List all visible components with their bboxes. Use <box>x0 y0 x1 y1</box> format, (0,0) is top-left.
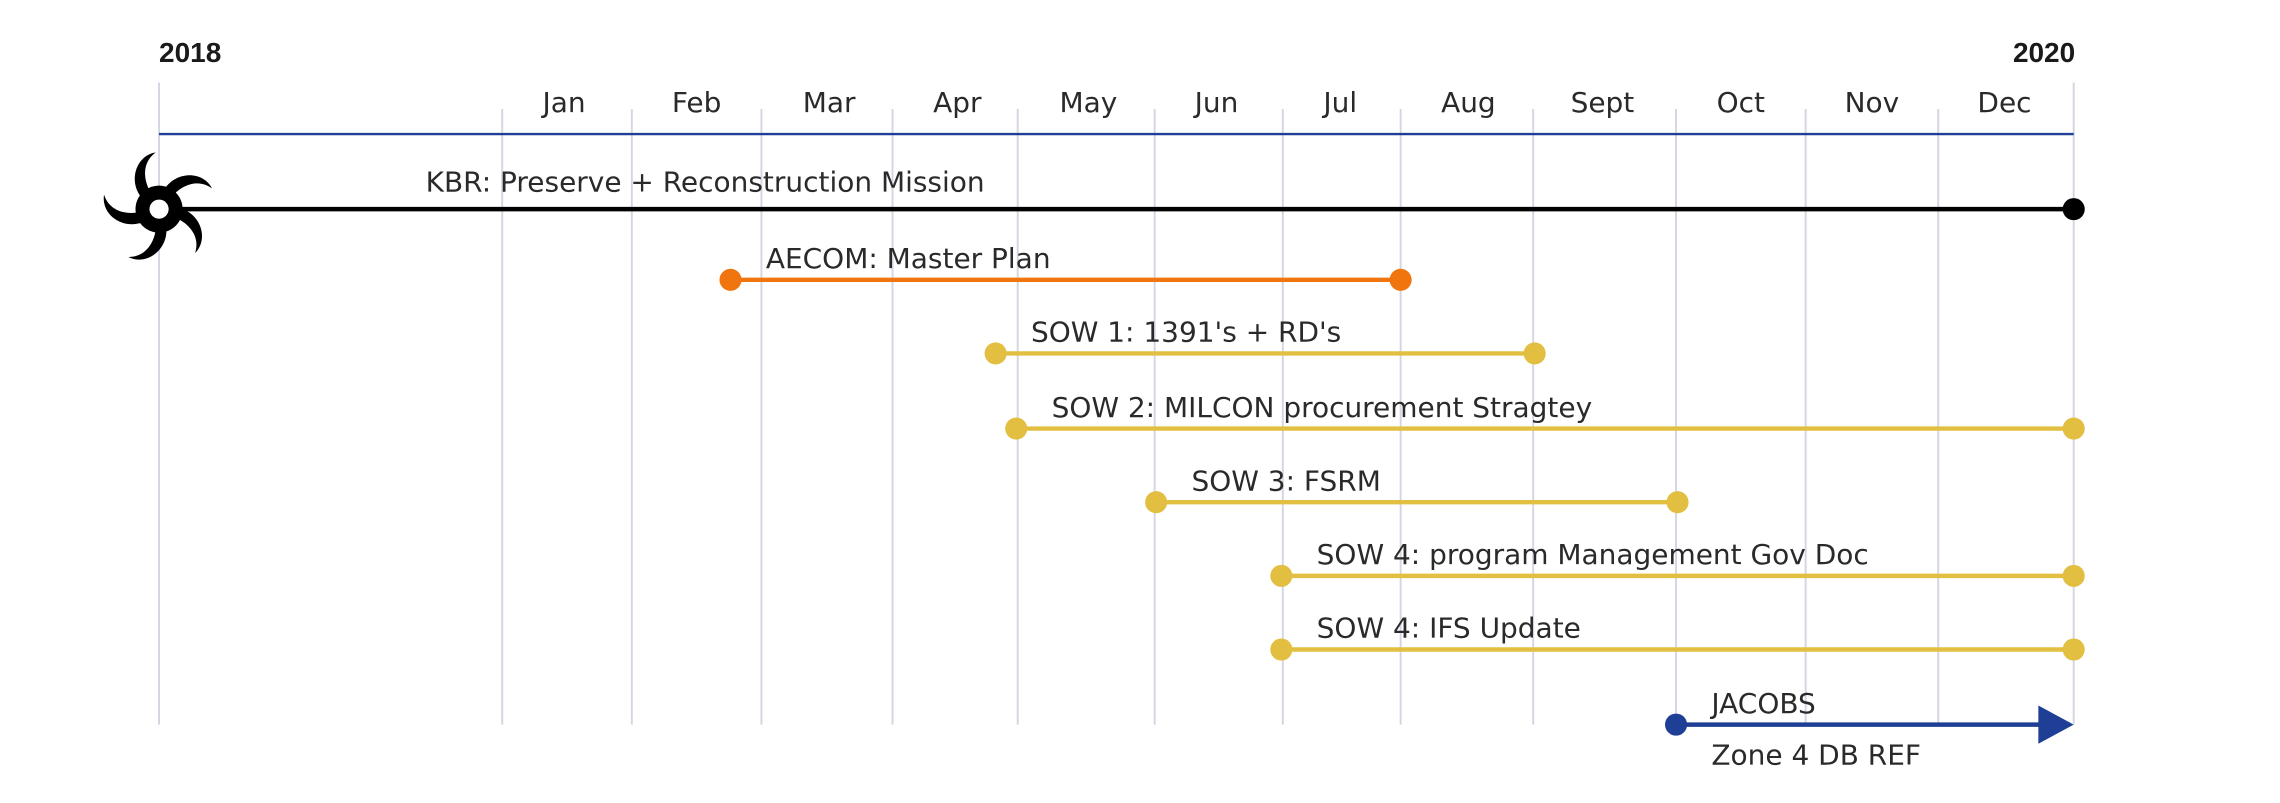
end-dot-sow4a <box>2062 564 2085 587</box>
year-start-label: 2018 <box>159 37 221 68</box>
month-label-aug: Aug <box>1441 86 1496 119</box>
bar-label-jacobs: JACOBS <box>1709 687 1815 720</box>
end-dot-aecom <box>1389 268 1412 291</box>
month-label-feb: Feb <box>672 86 722 119</box>
hurricane-icon <box>103 152 213 260</box>
start-dot-sow3 <box>1145 491 1168 514</box>
bar-sow2: SOW 2: MILCON procurement Stragtey <box>1005 391 2085 440</box>
end-dot-sow4b <box>2062 638 2085 661</box>
month-label-apr: Apr <box>933 86 982 119</box>
start-dot-jacobs <box>1665 713 1688 736</box>
bar-label-aecom: AECOM: Master Plan <box>766 242 1051 275</box>
bar-sublabel-jacobs: Zone 4 DB REF <box>1711 738 1921 771</box>
bar-label-sow3: SOW 3: FSRM <box>1191 464 1380 497</box>
start-dot-aecom <box>719 268 742 291</box>
bar-sow1: SOW 1: 1391's + RD's <box>984 316 1546 365</box>
bar-sow4b: SOW 4: IFS Update <box>1270 612 2085 661</box>
bar-label-sow2: SOW 2: MILCON procurement Stragtey <box>1052 391 1593 424</box>
start-dot-sow4b <box>1270 638 1293 661</box>
year-end-label: 2020 <box>2013 37 2075 68</box>
bar-aecom: AECOM: Master Plan <box>719 242 1412 291</box>
bar-label-sow1: SOW 1: 1391's + RD's <box>1031 316 1341 349</box>
bar-label-sow4b: SOW 4: IFS Update <box>1317 612 1581 645</box>
start-dot-sow4a <box>1270 564 1293 587</box>
month-label-jun: Jun <box>1193 86 1239 119</box>
bar-jacobs: JACOBS Zone 4 DB REF <box>1665 687 2074 771</box>
month-gridlines <box>501 108 1940 725</box>
timeline-bars: KBR: Preserve + Reconstruction MissionAE… <box>159 165 2085 771</box>
end-dot-sow2 <box>2062 417 2085 440</box>
month-label-jan: Jan <box>541 86 586 119</box>
bar-label-kbr: KBR: Preserve + Reconstruction Mission <box>426 165 985 198</box>
month-label-jul: Jul <box>1321 86 1357 119</box>
arrow-icon <box>2038 705 2074 744</box>
month-label-oct: Oct <box>1717 86 1765 119</box>
start-dot-sow2 <box>1005 417 1028 440</box>
month-label-sept: Sept <box>1571 86 1635 119</box>
month-label-dec: Dec <box>1977 86 2031 119</box>
bar-sow3: SOW 3: FSRM <box>1145 464 1689 514</box>
month-labels: Jan Feb Mar Apr May Jun Jul Aug Sept Oct Nov Dec <box>541 86 2032 119</box>
month-label-mar: Mar <box>803 86 856 119</box>
end-dot-kbr <box>2062 198 2085 221</box>
month-label-nov: Nov <box>1845 86 1900 119</box>
month-label-may: May <box>1059 86 1117 119</box>
bar-label-sow4a: SOW 4: program Management Gov Doc <box>1317 538 1869 571</box>
end-dot-sow1 <box>1523 342 1546 365</box>
bar-kbr: KBR: Preserve + Reconstruction Mission <box>159 165 2085 221</box>
bar-sow4a: SOW 4: program Management Gov Doc <box>1270 538 2085 587</box>
end-dot-sow3 <box>1666 491 1689 514</box>
start-dot-sow1 <box>984 342 1007 365</box>
